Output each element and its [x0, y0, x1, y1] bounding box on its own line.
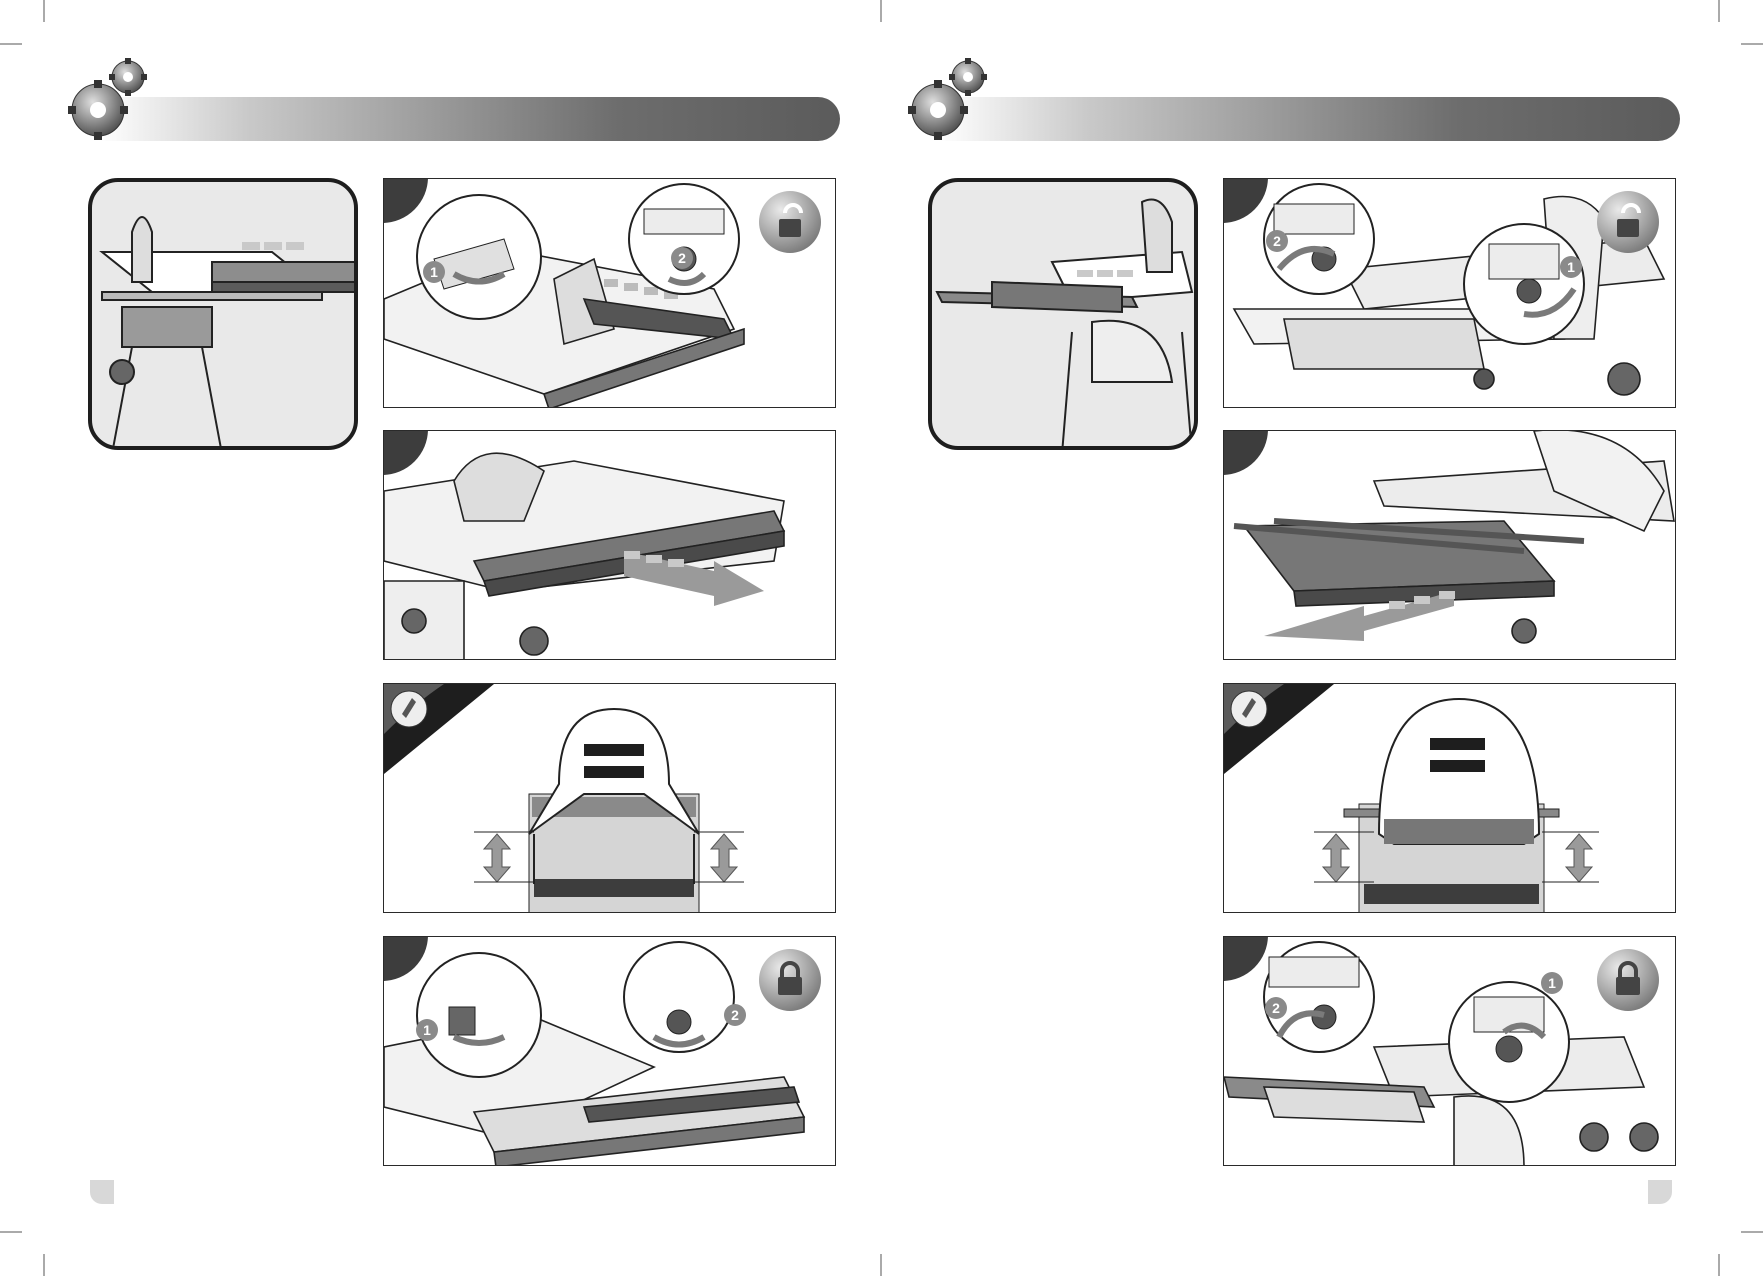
callout-2: 2 [1266, 230, 1288, 252]
unlock-icon [1597, 191, 1659, 253]
rear-extension-overview [928, 178, 1198, 450]
callout-2: 2 [1265, 997, 1287, 1019]
unlock-icon [759, 191, 821, 253]
step-1-panel: 2 1 [1223, 178, 1676, 408]
right-header [900, 55, 1680, 145]
step-2-illustration [1224, 431, 1676, 660]
step-2-panel [383, 430, 836, 660]
lock-icon [759, 949, 821, 1011]
right-page-number-tab [1648, 1180, 1672, 1204]
left-header [60, 55, 840, 145]
step-4-panel: 1 2 [383, 936, 836, 1166]
header-gradient-bar [100, 97, 840, 141]
equals-top-bar [1430, 738, 1485, 750]
equals-top-bar [584, 744, 644, 756]
callout-1: 1 [416, 1019, 438, 1041]
step-4-panel: 1 2 [1223, 936, 1676, 1166]
equals-bottom-bar [584, 766, 644, 778]
callout-2: 2 [724, 1004, 746, 1026]
gears-icon [60, 55, 160, 145]
step-3-panel [1223, 683, 1676, 913]
saw-side-extension-illustration [92, 182, 358, 450]
callout-1: 1 [1560, 256, 1582, 278]
callout-1: 1 [423, 261, 445, 283]
step-1-panel: 1 2 [383, 178, 836, 408]
header-gradient-bar [940, 97, 1680, 141]
saw-rear-extension-illustration [932, 182, 1198, 450]
level-check-diagram [384, 684, 836, 913]
step-2-illustration [384, 431, 836, 660]
lock-icon [1597, 949, 1659, 1011]
callout-1: 1 [1541, 972, 1563, 994]
level-check-diagram [1224, 684, 1676, 913]
gears-icon [900, 55, 1000, 145]
step-2-panel [1223, 430, 1676, 660]
equals-bottom-bar [1430, 760, 1485, 772]
callout-2: 2 [671, 247, 693, 269]
left-page-number-tab [90, 1180, 114, 1204]
step-3-panel [383, 683, 836, 913]
side-extension-overview [88, 178, 358, 450]
